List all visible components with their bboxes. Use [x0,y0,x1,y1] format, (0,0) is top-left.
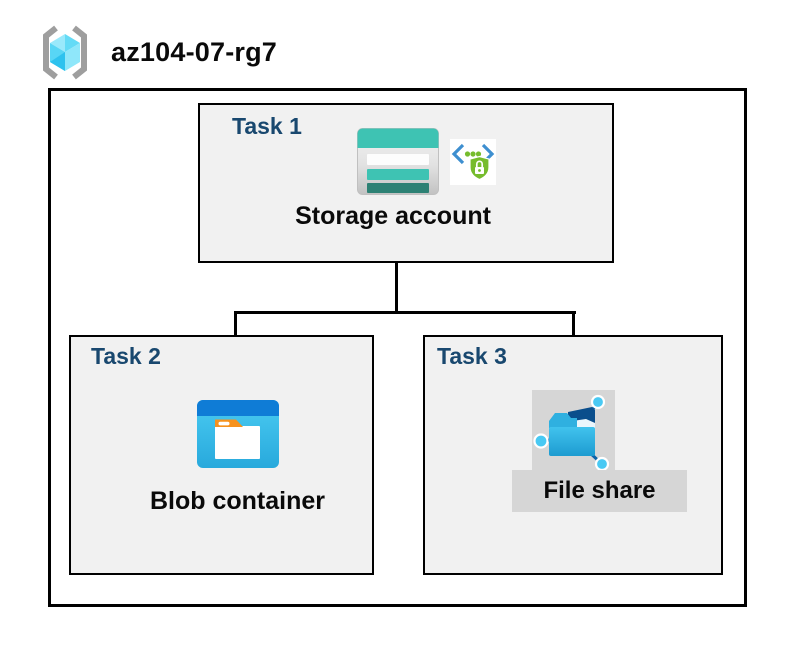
storage-account-icon [357,128,439,195]
resource-group-name: az104-07-rg7 [111,37,277,67]
task3-label: Task 3 [437,343,507,369]
task1-label: Task 1 [232,113,302,139]
task1-box: Task 1 [198,103,614,263]
file-share-label: File share [512,470,687,512]
blob-container-label: Blob container [149,487,325,515]
azure-resource-group-icon [43,25,87,80]
task2-label: Task 2 [91,343,161,369]
task3-box: Task 3 File share [423,335,723,575]
storage-account-label: Storage account [295,202,491,230]
connector-branch-horizontal [234,311,576,314]
blob-container-icon [197,400,279,468]
file-share-icon [532,390,615,470]
shared-access-signature-lock-icon [450,139,496,185]
connector-storage-trunk [395,262,398,314]
resource-group-header: az104-07-rg7 [37,24,277,81]
task2-box: Task 2 Blob container [69,335,374,575]
